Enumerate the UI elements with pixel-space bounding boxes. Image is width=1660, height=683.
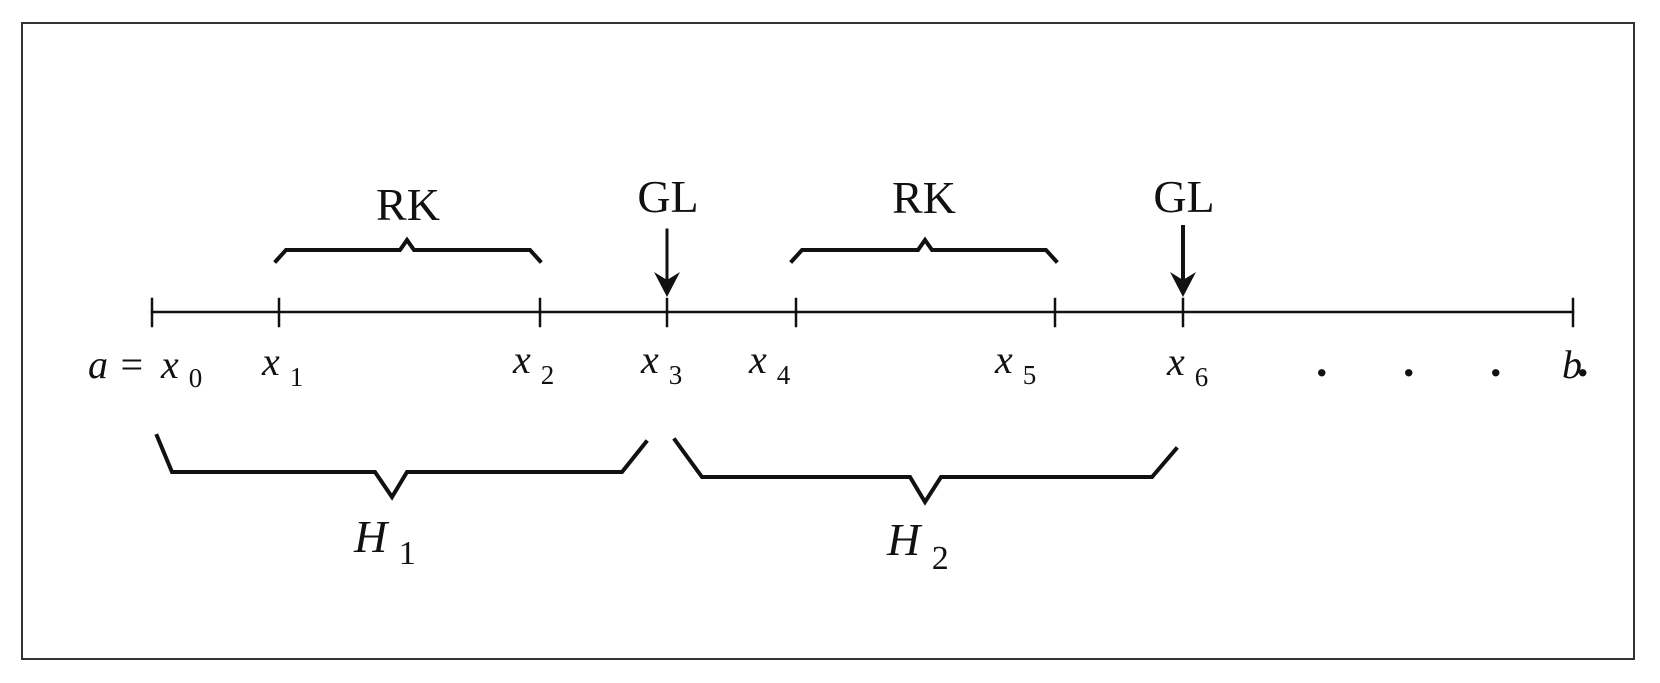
point-label-x5: x 5 — [994, 337, 1036, 390]
point-label-x0: a = x 0 — [88, 342, 202, 393]
x5-sub: 5 — [1023, 360, 1037, 390]
macro-label-h2: H 2 — [886, 514, 949, 577]
h1-var: H — [353, 511, 390, 562]
point-label-b: b — [1562, 342, 1582, 387]
x6-sub: 6 — [1195, 362, 1209, 392]
ellipsis: . . . . — [1316, 335, 1621, 386]
point-label-x6: x 6 — [1166, 339, 1208, 392]
gl-arrow-head-1 — [654, 272, 680, 297]
x3-var: x — [640, 337, 659, 382]
gl-arrow-head-2 — [1170, 272, 1196, 297]
x2-var: x — [512, 337, 531, 382]
h-brace-2 — [672, 437, 1179, 506]
x0-var: x — [160, 342, 179, 387]
rk-label-2: RK — [892, 172, 956, 223]
h2-sub: 2 — [932, 540, 949, 577]
h2-var: H — [886, 514, 923, 565]
x1-var: x — [261, 339, 280, 384]
h-brace-1 — [154, 433, 649, 501]
x6-var: x — [1166, 339, 1185, 384]
rk-brace-1 — [273, 236, 543, 264]
x3-sub: 3 — [669, 360, 683, 390]
x0-prefix: a = — [88, 342, 145, 387]
point-label-x3: x 3 — [640, 337, 682, 390]
point-label-x4: x 4 — [748, 337, 791, 390]
point-label-x1: x 1 — [261, 339, 303, 392]
rk-label-1: RK — [376, 179, 440, 230]
h1-sub: 1 — [399, 535, 416, 572]
x5-var: x — [994, 337, 1013, 382]
macro-label-h1: H 1 — [353, 511, 416, 572]
rk-brace-2 — [789, 236, 1059, 264]
x4-sub: 4 — [777, 360, 791, 390]
x2-sub: 2 — [541, 360, 555, 390]
x4-var: x — [748, 337, 767, 382]
gl-label-2: GL — [1153, 171, 1214, 222]
x1-sub: 1 — [290, 362, 304, 392]
point-label-x2: x 2 — [512, 337, 554, 390]
diagram-frame — [21, 22, 1635, 660]
x0-sub: 0 — [189, 363, 203, 393]
gl-label-1: GL — [637, 171, 698, 222]
